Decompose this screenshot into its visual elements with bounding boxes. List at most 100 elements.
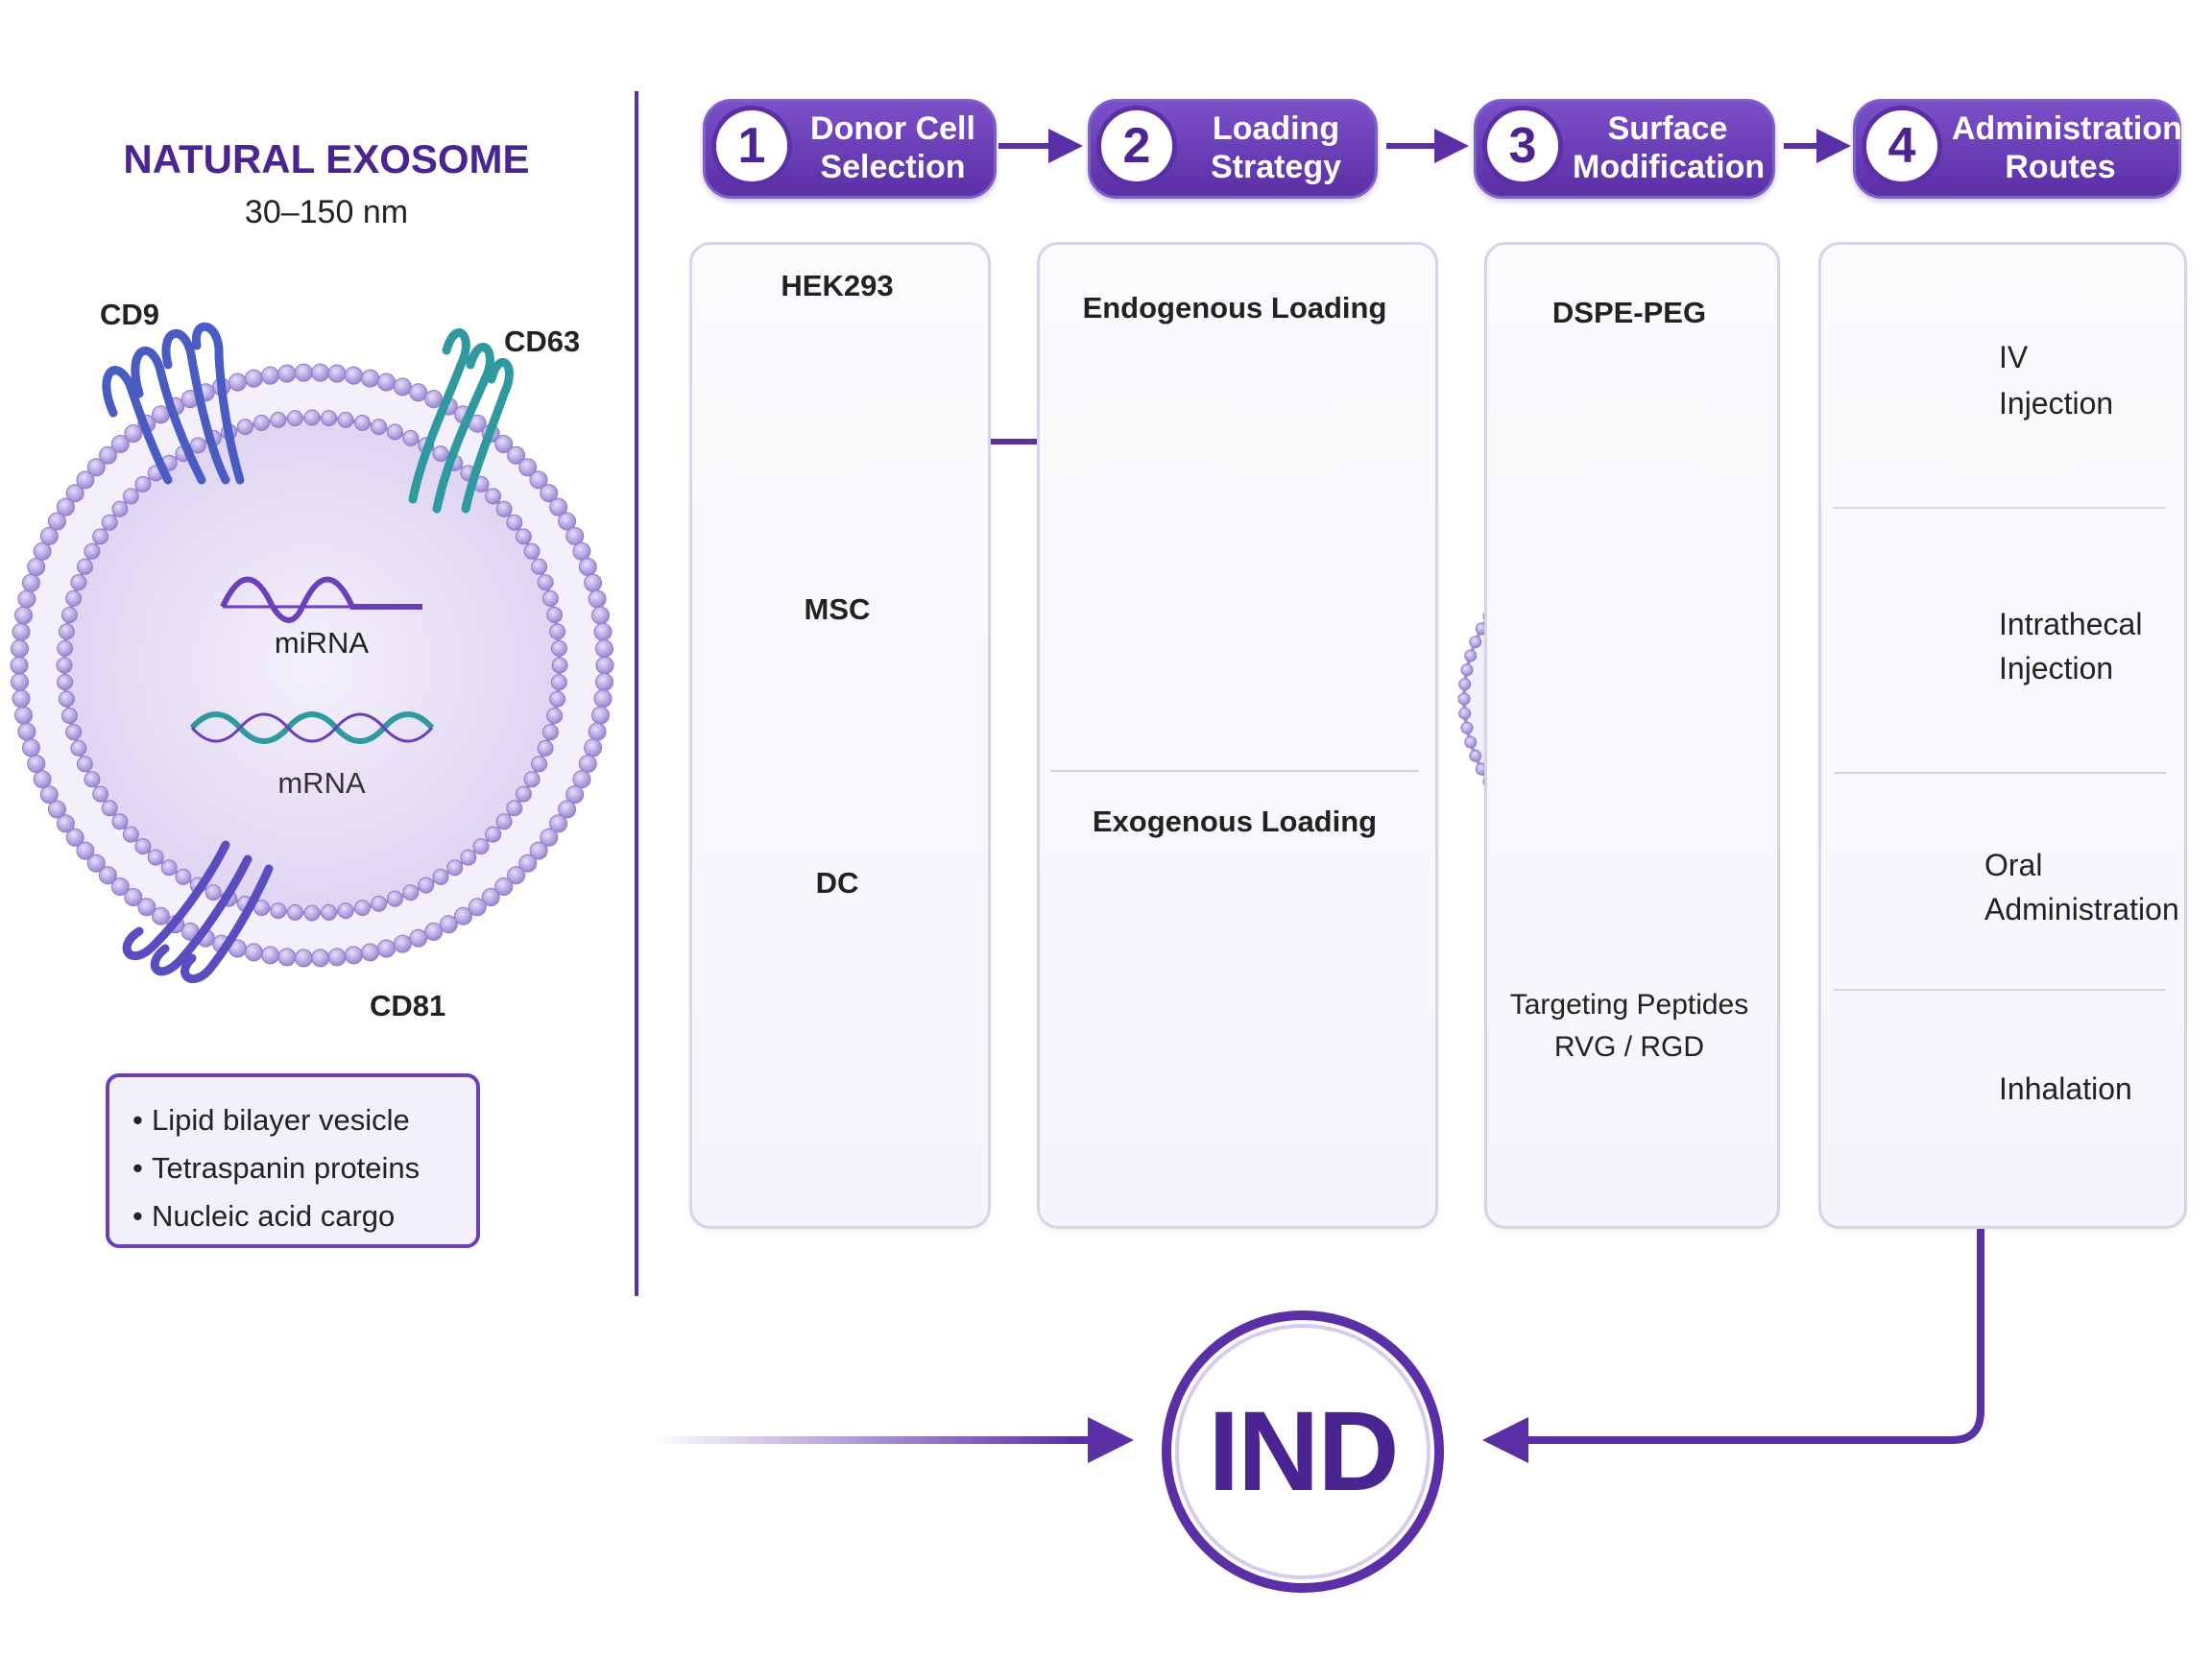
membrane-bead <box>518 854 538 873</box>
membrane-bead <box>550 674 567 691</box>
membrane-bead <box>481 888 500 906</box>
membrane-bead <box>485 488 502 505</box>
membrane-bead <box>204 884 222 902</box>
membrane-bead <box>98 445 117 465</box>
membrane-bead <box>1460 721 1474 734</box>
membrane-bead <box>137 898 156 917</box>
membrane-bead <box>286 410 303 427</box>
membrane-bead <box>70 739 87 757</box>
membrane-bead <box>56 497 75 517</box>
membrane-bead <box>56 814 75 833</box>
membrane-bead <box>17 589 36 609</box>
membrane-bead <box>337 902 354 920</box>
membrane-bead <box>418 877 435 894</box>
membrane-bead <box>327 364 347 383</box>
right-flow-arrow <box>1482 1227 1984 1463</box>
membrane-bead <box>65 484 84 503</box>
membrane-bead <box>541 724 559 741</box>
mirna-label: miRNA <box>274 626 370 660</box>
membrane-bead <box>76 470 95 490</box>
membrane-bead <box>432 445 449 463</box>
membrane-bead <box>33 770 52 789</box>
membrane-bead <box>244 943 263 962</box>
membrane-bead <box>549 497 568 517</box>
membrane-bead <box>60 708 78 724</box>
membrane-bead <box>122 826 139 843</box>
membrane-bead <box>361 943 380 962</box>
exosome-features-box: Lipid bilayer vesicle Tetraspanin protei… <box>106 1073 480 1248</box>
membrane-bead <box>1458 707 1472 720</box>
membrane-bead <box>76 841 95 860</box>
membrane-bead <box>439 915 458 934</box>
cd81-label: CD81 <box>370 989 446 1022</box>
step-1-number: 1 <box>711 106 792 186</box>
membrane-bead <box>14 606 33 625</box>
membrane-bead <box>354 414 371 431</box>
membrane-bead <box>495 813 513 830</box>
membrane-bead <box>1460 663 1474 677</box>
membrane-bead <box>12 622 31 641</box>
membrane-bead <box>270 902 287 920</box>
membrane-bead <box>393 377 412 397</box>
membrane-bead <box>92 528 109 545</box>
membrane-bead <box>371 895 388 912</box>
membrane-bead <box>354 900 371 917</box>
exogenous-label: Exogenous Loading <box>1092 805 1378 838</box>
membrane-bead <box>584 573 603 592</box>
membrane-bead <box>111 500 129 517</box>
membrane-bead <box>10 656 29 675</box>
membrane-bead <box>506 800 523 817</box>
membrane-bead <box>327 948 347 967</box>
membrane-bead <box>523 542 541 560</box>
membrane-bead <box>595 639 613 659</box>
membrane-bead <box>558 512 577 531</box>
membrane-bead <box>361 369 380 388</box>
exosome-title: NATURAL EXOSOME <box>123 136 530 181</box>
membrane-bead <box>321 903 338 921</box>
membrane-bead <box>337 411 354 428</box>
membrane-bead <box>244 369 263 388</box>
feature-item: Lipid bilayer vesicle <box>152 1096 453 1144</box>
membrane-bead <box>84 542 101 560</box>
cd9-label: CD9 <box>100 298 160 331</box>
membrane-bead <box>588 722 607 741</box>
membrane-bead <box>236 419 253 436</box>
membrane-bead <box>58 623 75 640</box>
membrane-bead <box>321 410 338 427</box>
membrane-bead <box>303 904 321 922</box>
membrane-bead <box>515 785 532 803</box>
loading-strategy-panel <box>1037 242 1438 1229</box>
membrane-bead <box>393 934 412 953</box>
membrane-bead <box>518 458 538 477</box>
membrane-bead <box>595 672 613 691</box>
membrane-bead <box>70 574 87 591</box>
membrane-bead <box>98 866 117 885</box>
membrane-bead <box>76 756 93 773</box>
membrane-bead <box>540 484 559 503</box>
membrane-bead <box>122 488 139 505</box>
dspe-peg-label: DSPE-PEG <box>1551 296 1707 329</box>
membrane-bead <box>507 445 526 465</box>
membrane-bead <box>591 606 610 625</box>
route-divider-1 <box>1834 507 2166 509</box>
step-3-number: 3 <box>1482 106 1563 186</box>
membrane-bead <box>468 898 487 917</box>
feature-item: Tetraspanin proteins <box>152 1144 453 1192</box>
membrane-bead <box>33 541 52 561</box>
membrane-bead <box>124 424 143 443</box>
cd9-protein-icon <box>102 322 245 485</box>
membrane-bead <box>47 800 66 819</box>
membrane-bead <box>21 738 40 757</box>
membrane-bead <box>152 906 170 926</box>
membrane-bead <box>551 657 568 674</box>
ind-label: IND <box>1208 1388 1399 1515</box>
membrane-bead <box>549 690 566 708</box>
membrane-bead <box>578 755 597 773</box>
membrane-bead <box>549 623 566 640</box>
membrane-bead <box>572 770 591 789</box>
membrane-bead <box>549 814 568 833</box>
